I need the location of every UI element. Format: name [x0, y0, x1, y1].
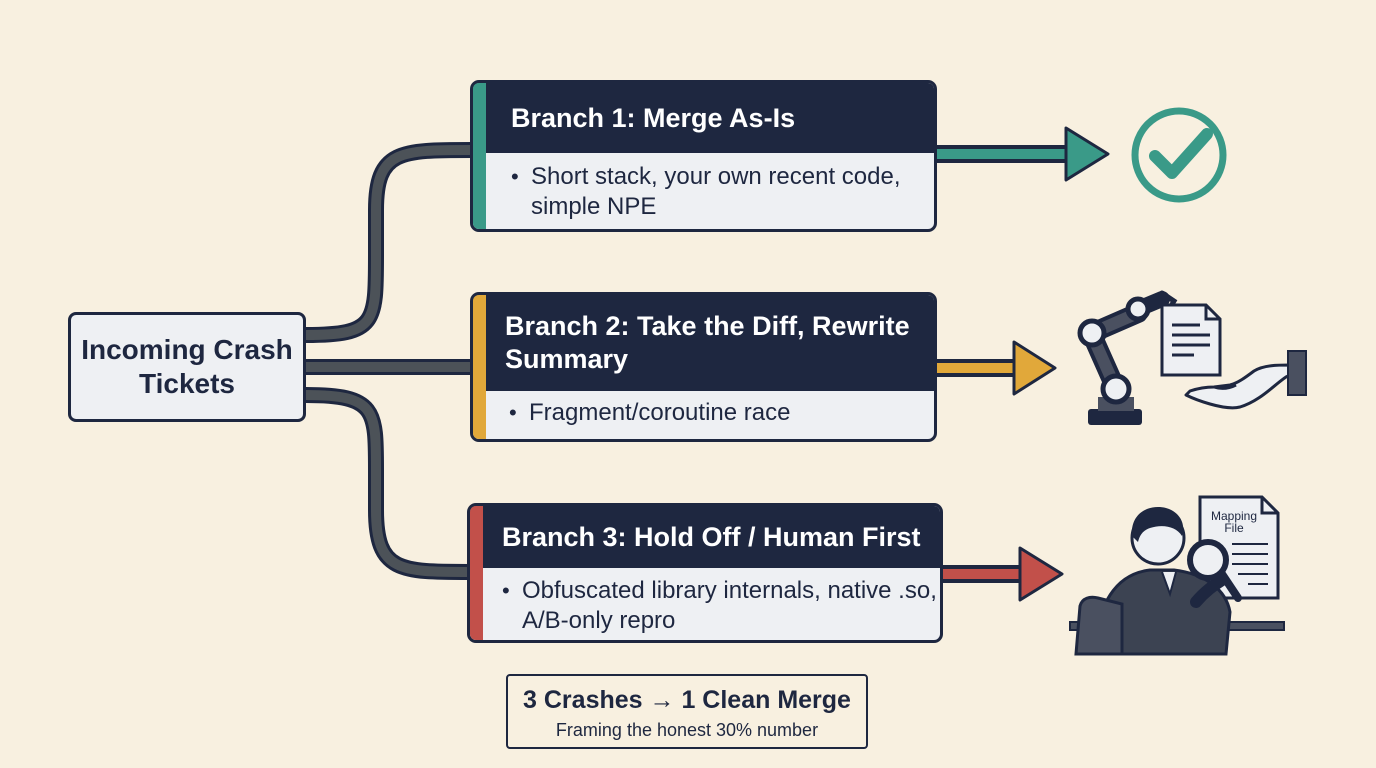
branch-2-card: Branch 2: Take the Diff, Rewrite Summary…: [470, 292, 937, 442]
arrow-branch-2: [936, 340, 1057, 396]
branch-2-bullet: Fragment/coroutine race: [529, 398, 934, 428]
branch-3-accent: [470, 506, 483, 640]
source-label: Incoming Crash Tickets: [81, 334, 293, 399]
branch-3-card: Branch 3: Hold Off / Human First Obfusca…: [467, 503, 943, 643]
branch-2-accent: [473, 295, 486, 439]
branch-1-title: Branch 1: Merge As-Is: [473, 83, 934, 153]
connector-branch-3: [305, 387, 471, 580]
branch-1-card: Branch 1: Merge As-Is Short stack, your …: [470, 80, 937, 232]
arrow-branch-1: [936, 126, 1110, 182]
connector-branch-1: [305, 142, 473, 343]
summary-subtitle: Framing the honest 30% number: [555, 720, 819, 740]
branch-1-accent: [473, 83, 486, 229]
branch-2-title: Branch 2: Take the Diff, Rewrite Summary: [473, 295, 934, 391]
branch-3-title: Branch 3: Hold Off / Human First: [470, 506, 940, 568]
arrow-branch-3: [942, 546, 1064, 602]
check-circle-icon: [1131, 107, 1227, 203]
incoming-crash-tickets-box: Incoming Crash Tickets: [68, 312, 306, 422]
summary-box: 3 Crashes → 1 Clean Merge Framing the ho…: [506, 674, 868, 749]
branch-3-bullet: Obfuscated library internals, native .so…: [522, 576, 940, 636]
summary-title: 3 Crashes → 1 Clean Merge: [523, 686, 851, 714]
robot-arm-handoff-icon: [1077, 290, 1307, 425]
branch-1-bullet: Short stack, your own recent code, simpl…: [531, 162, 934, 222]
